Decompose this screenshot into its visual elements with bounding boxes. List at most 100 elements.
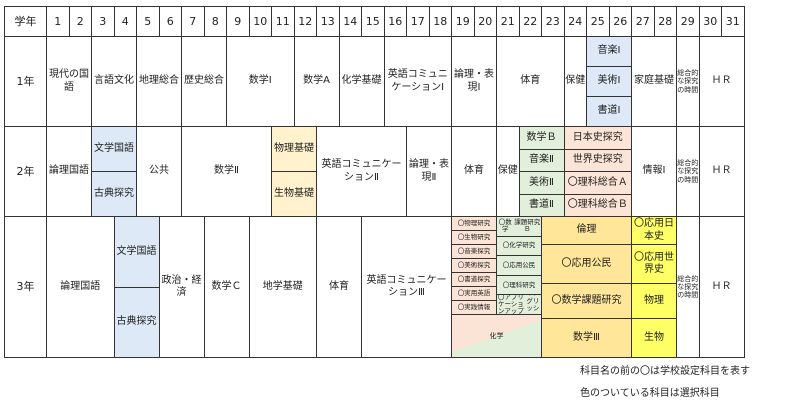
y1-chiri: 地理総合 <box>136 36 182 127</box>
y3-elective-a-item: 〇生物研究 <box>451 230 497 245</box>
y2-nihonshi: 日本史探究 <box>563 126 632 150</box>
header-col-6: 6 <box>158 6 182 37</box>
y2-rikaB: 〇理科総合Ｂ <box>563 193 632 217</box>
y3-koten: 古典探究 <box>113 286 160 358</box>
y3-rinri: 倫理 <box>541 216 632 246</box>
y3-elective-a-item: 〇物理研究 <box>451 216 497 231</box>
y3-taiiku: 体育 <box>316 216 362 358</box>
header-col-16: 16 <box>383 6 407 37</box>
header-label: 学年 <box>4 6 47 37</box>
header-col-18: 18 <box>428 6 452 37</box>
y3-sougou: 総合的な探究の時間 <box>676 216 700 358</box>
header-col-5: 5 <box>136 6 160 37</box>
y3-eigo: 英語コミュニケーションⅢ <box>361 216 452 358</box>
y3-seibutsu: 生物 <box>631 318 677 358</box>
header-col-29: 29 <box>676 6 700 37</box>
y1-suugaku1: 数学Ⅰ <box>226 36 295 127</box>
header-col-4: 4 <box>113 6 137 37</box>
header-col-17: 17 <box>406 6 430 37</box>
y2-eigo: 英語コミュニケーションⅡ <box>316 126 407 217</box>
header-col-11: 11 <box>271 6 295 37</box>
y3-ouyou-nihonshi: 〇応用日本史 <box>631 216 677 246</box>
y3-elective-b-item: 〇化学研究 <box>496 235 542 257</box>
y3-elective-a-item: 〇音楽探究 <box>451 244 497 259</box>
y2-suugakuB: 数学Ｂ <box>518 126 565 150</box>
y2-koten: 古典探究 <box>91 171 137 217</box>
y2-seibutsu: 生物基礎 <box>271 171 317 217</box>
y3-ronri-kokugo: 論理国語 <box>46 216 115 358</box>
y2-sougou: 総合的な探究の時間 <box>676 126 700 217</box>
y1-kagaku: 化学基礎 <box>338 36 385 127</box>
y1-katei: 家庭基礎 <box>631 36 677 127</box>
y3-suugaku-kadai: 〇数学課題研究 <box>541 282 632 320</box>
header-col-10: 10 <box>248 6 272 37</box>
y1-hoken: 保健 <box>563 36 587 127</box>
y2-jouhou: 情報Ⅰ <box>631 126 677 217</box>
y2-hr: ＨＲ <box>698 126 745 217</box>
y3-ouyou-koumin: 〇応用公民 <box>541 244 632 284</box>
y3-elective-b-item: 〇理科研究 <box>496 274 542 296</box>
header-col-12: 12 <box>293 6 317 37</box>
note-school-subject: 科目名の前の〇は学校設定科目を表す <box>580 366 750 377</box>
y1-ronri: 論理・表現Ⅰ <box>451 36 497 127</box>
y2-bijutsu: 美術Ⅱ <box>518 171 565 195</box>
y1-ongaku: 音楽Ⅰ <box>586 36 632 67</box>
header-col-30: 30 <box>698 6 722 37</box>
header-col-2: 2 <box>68 6 92 37</box>
y2-koukyou: 公共 <box>136 126 182 217</box>
header-col-1: 1 <box>46 6 70 37</box>
y2-bungaku: 文学国語 <box>91 126 137 172</box>
y3-seiji: 政治・経済 <box>158 216 205 358</box>
header-col-13: 13 <box>316 6 340 37</box>
y3-elective-a-item: 〇書道探究 <box>451 272 497 287</box>
y1-gengo: 言語文化 <box>91 36 137 127</box>
y3-butsuri: 物理 <box>631 282 677 320</box>
y2-butsuri: 物理基礎 <box>271 126 317 172</box>
header-col-28: 28 <box>653 6 677 37</box>
header-col-23: 23 <box>541 6 565 37</box>
header-col-27: 27 <box>631 6 655 37</box>
y2-hoken: 保健 <box>496 126 520 217</box>
y3-suugaku3: 数学Ⅲ <box>541 318 632 358</box>
header-col-9: 9 <box>226 6 250 37</box>
y2-ongaku: 音楽Ⅱ <box>518 148 565 172</box>
y3-elective-b-item: 〇応用公民 <box>496 255 542 276</box>
y3-elective-a-item: 〇美術探究 <box>451 258 497 273</box>
header-col-25: 25 <box>586 6 610 37</box>
y2-taiiku: 体育 <box>451 126 497 217</box>
y1-hr: ＨＲ <box>698 36 745 127</box>
y2-rikaA: 〇理科総合Ａ <box>563 171 632 195</box>
header-col-22: 22 <box>518 6 542 37</box>
y3-suugakuC: 数学Ｃ <box>203 216 250 358</box>
y2-shodo: 書道Ⅱ <box>518 193 565 217</box>
header-col-8: 8 <box>203 6 227 37</box>
y2-ronri: 論理・表現Ⅱ <box>406 126 452 217</box>
y3-chigaku: 地学基礎 <box>248 216 317 358</box>
header-col-21: 21 <box>496 6 520 37</box>
y3-ouyou-sekaishi: 〇応用世界史 <box>631 244 677 284</box>
header-col-14: 14 <box>338 6 362 37</box>
y2-sekaishi: 世界史探究 <box>563 148 632 172</box>
header-col-31: 31 <box>721 6 745 37</box>
y1-rekishi: 歴史総合 <box>181 36 227 127</box>
y1-shodo: 書道Ⅰ <box>586 96 632 127</box>
y1-sougou: 総合的な探究の時間 <box>676 36 700 127</box>
y3-elective-b-item: 〇数学課題研究Ｂ <box>496 216 542 237</box>
header-col-20: 20 <box>473 6 497 37</box>
header-col-26: 26 <box>608 6 632 37</box>
y1-suugakuA: 数学A <box>293 36 340 127</box>
y1-gendai: 現代の国語 <box>46 36 92 127</box>
header-col-15: 15 <box>361 6 385 37</box>
header-col-7: 7 <box>181 6 205 37</box>
header-col-3: 3 <box>91 6 115 37</box>
note-elective-subject: 色のついている科目は選択科目 <box>580 388 720 399</box>
y3-hr: ＨＲ <box>698 216 745 358</box>
y1-eigo: 英語コミュニケーションⅠ <box>383 36 452 127</box>
y3-bungaku: 文学国語 <box>113 216 160 288</box>
y3-kagaku: 化学 <box>451 314 542 358</box>
y2-suugaku2: 数学Ⅱ <box>181 126 272 217</box>
header-col-19: 19 <box>451 6 475 37</box>
